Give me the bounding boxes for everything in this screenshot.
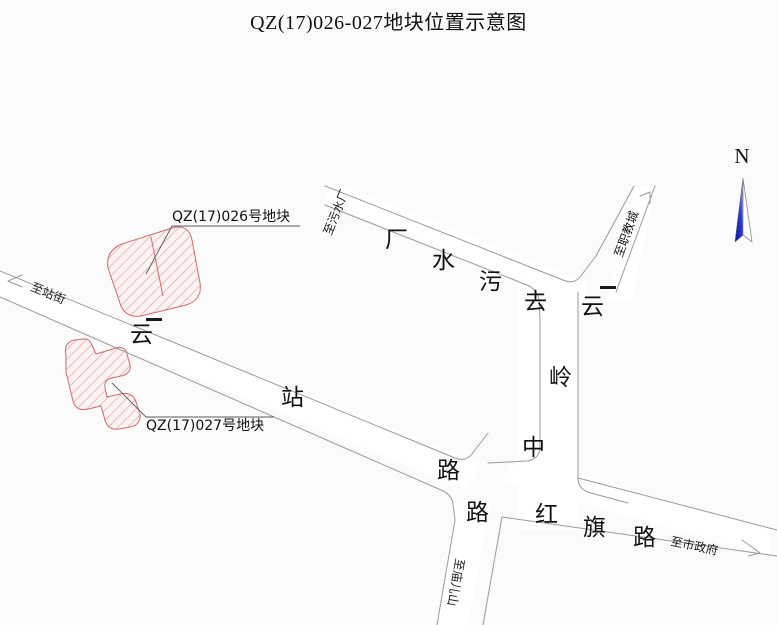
parcel-027-outline [65, 338, 141, 430]
edge-quwushui-north [324, 185, 597, 283]
road-label-quwushui-char-1: 水 [432, 248, 455, 274]
leader-parcel-026 [145, 225, 300, 275]
road-label-yunling-char-2: 中 [522, 435, 545, 461]
road-surface-miaoershan [438, 505, 490, 625]
edge-hongqi-south [501, 516, 777, 557]
road-edges [0, 185, 777, 625]
road-surface-quwushui [325, 186, 586, 305]
road-label-hongqi-char-2: 路 [633, 525, 656, 551]
road-label-yunling-char-3: 路 [466, 500, 489, 526]
north-arrow: N [734, 144, 753, 243]
edge-miaoershan-west [436, 519, 456, 625]
edge-yunlingzhong-east [577, 291, 629, 504]
road-label-yunzhan-char-2: 路 [437, 458, 460, 484]
road-surface-zhijiaocheng [607, 186, 656, 300]
parcel-026-outline [107, 226, 201, 317]
arrowhead-shizhengfu [741, 539, 761, 557]
road-label-hongqi-char-0: 红 [535, 502, 558, 528]
edge-zhijiaocheng-east [615, 185, 656, 293]
road-label-yunzhan: 云 站 路 [130, 322, 460, 484]
road-label-hongqi-char-1: 旗 [583, 515, 606, 541]
edge-miaoershan-east [482, 516, 503, 625]
edge-yunzhan-south [0, 296, 456, 521]
edge-zhijiaocheng-west [595, 185, 635, 257]
parcel-026-inner-division [150, 236, 164, 297]
road-label-quwushui-char-0: 厂 [385, 227, 408, 253]
road-label-yunlingzhong: 云 岭 中 路 [466, 294, 604, 526]
scale-tick-lower [600, 286, 616, 289]
page-title: QZ(17)026-027地块位置示意图 [250, 12, 527, 34]
north-arrow-white-half [742, 177, 753, 243]
edge-hongqi-north [577, 477, 777, 531]
edge-yunlingzhong-west [487, 317, 541, 464]
road-label-yunzhan-char-1: 站 [281, 385, 304, 411]
north-arrow-blue-half [734, 177, 744, 243]
parcel-027-label: QZ(17)027号地块 [146, 418, 264, 434]
road-label-quwushui-char-3: 去 [524, 289, 547, 315]
leader-lines [111, 225, 300, 418]
road-label-yunzhan-char-0: 云 [130, 322, 153, 348]
road-label-yunling-char-1: 岭 [549, 365, 572, 391]
edge-quwushui-south [324, 204, 541, 319]
road-surfaces [0, 186, 770, 625]
scale-tick-upper [146, 318, 162, 321]
road-label-hongqi: 红 旗 路 [535, 502, 656, 551]
parcel-026[interactable] [95, 215, 215, 330]
arrowhead-zhanjie [7, 274, 23, 288]
north-arrow-letter: N [734, 144, 749, 168]
road-label-yunling-char-0: 云 [581, 294, 604, 320]
leader-parcel-027 [111, 382, 274, 418]
parcel-026-label: QZ(17)026号地块 [172, 209, 290, 225]
road-label-quwushuichang: 厂 水 污 去 [385, 227, 547, 315]
edge-yunzhan-north [0, 270, 489, 460]
road-surface-hongqi [500, 458, 770, 556]
road-label-quwushui-char-2: 污 [479, 269, 502, 295]
road-surface-yunzhan [0, 271, 480, 490]
arrowhead-zhijiaocheng [639, 191, 651, 205]
